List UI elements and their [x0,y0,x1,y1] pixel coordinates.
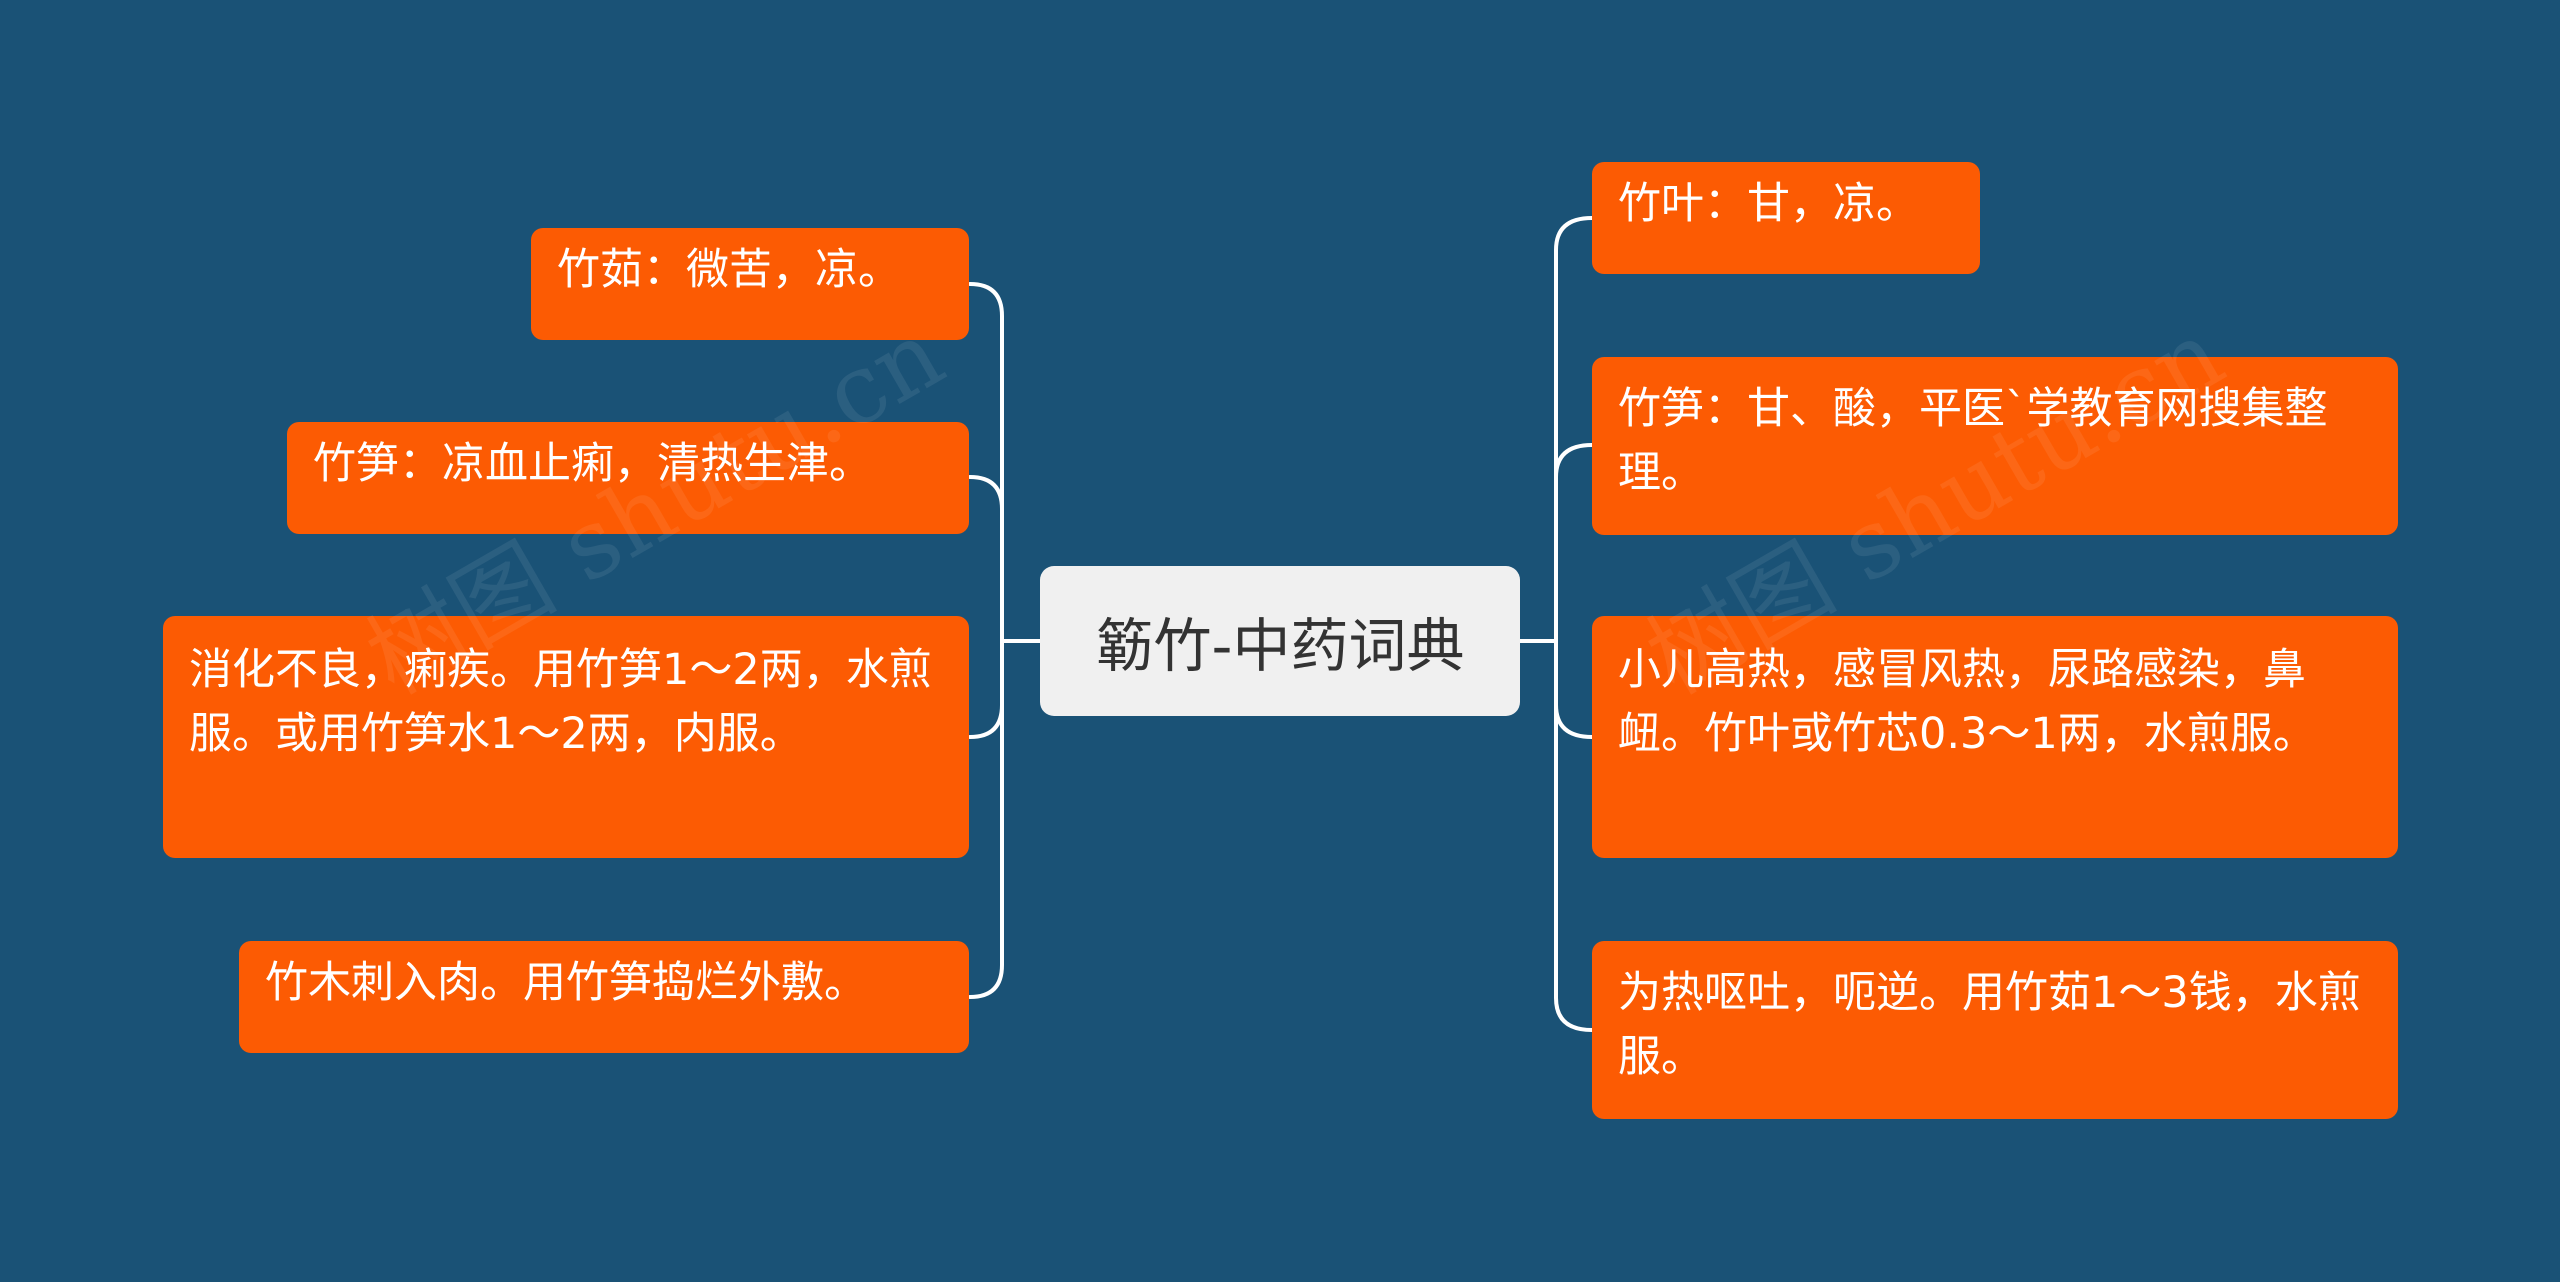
connector-right-4 [1554,639,1594,1032]
connector-right-3 [1554,703,1594,739]
connector-left-2 [968,475,1004,511]
left-node-4[interactable]: 竹木刺入肉。用竹笋捣烂外敷。 [239,941,969,1053]
right-node-4[interactable]: 为热呕吐，呃逆。用竹茹1～3钱，水煎服。 [1592,941,2398,1119]
connector-left-1 [968,282,1004,643]
connector-left-4 [968,639,1004,999]
left-node-1[interactable]: 竹茹：微苦，凉。 [531,228,969,340]
connector-left-3 [968,703,1004,739]
connector-right-1 [1554,216,1594,643]
right-node-3[interactable]: 小儿高热，感冒风热，尿路感染，鼻衄。竹叶或竹芯0.3～1两，水煎服。 [1592,616,2398,858]
left-node-3[interactable]: 消化不良，痢疾。用竹笋1～2两，水煎服。或用竹笋水1～2两，内服。 [163,616,969,858]
root-node[interactable]: 簕竹-中药词典 [1040,566,1520,716]
connector-right-2 [1554,443,1594,479]
root-node-label: 簕竹-中药词典 [1095,612,1465,680]
right-node-1[interactable]: 竹叶：甘，凉。 [1592,162,1980,274]
right-node-2[interactable]: 竹笋：甘、酸，平医`学教育网搜集整理。 [1592,357,2398,535]
left-node-2[interactable]: 竹笋：凉血止痢，清热生津。 [287,422,969,534]
